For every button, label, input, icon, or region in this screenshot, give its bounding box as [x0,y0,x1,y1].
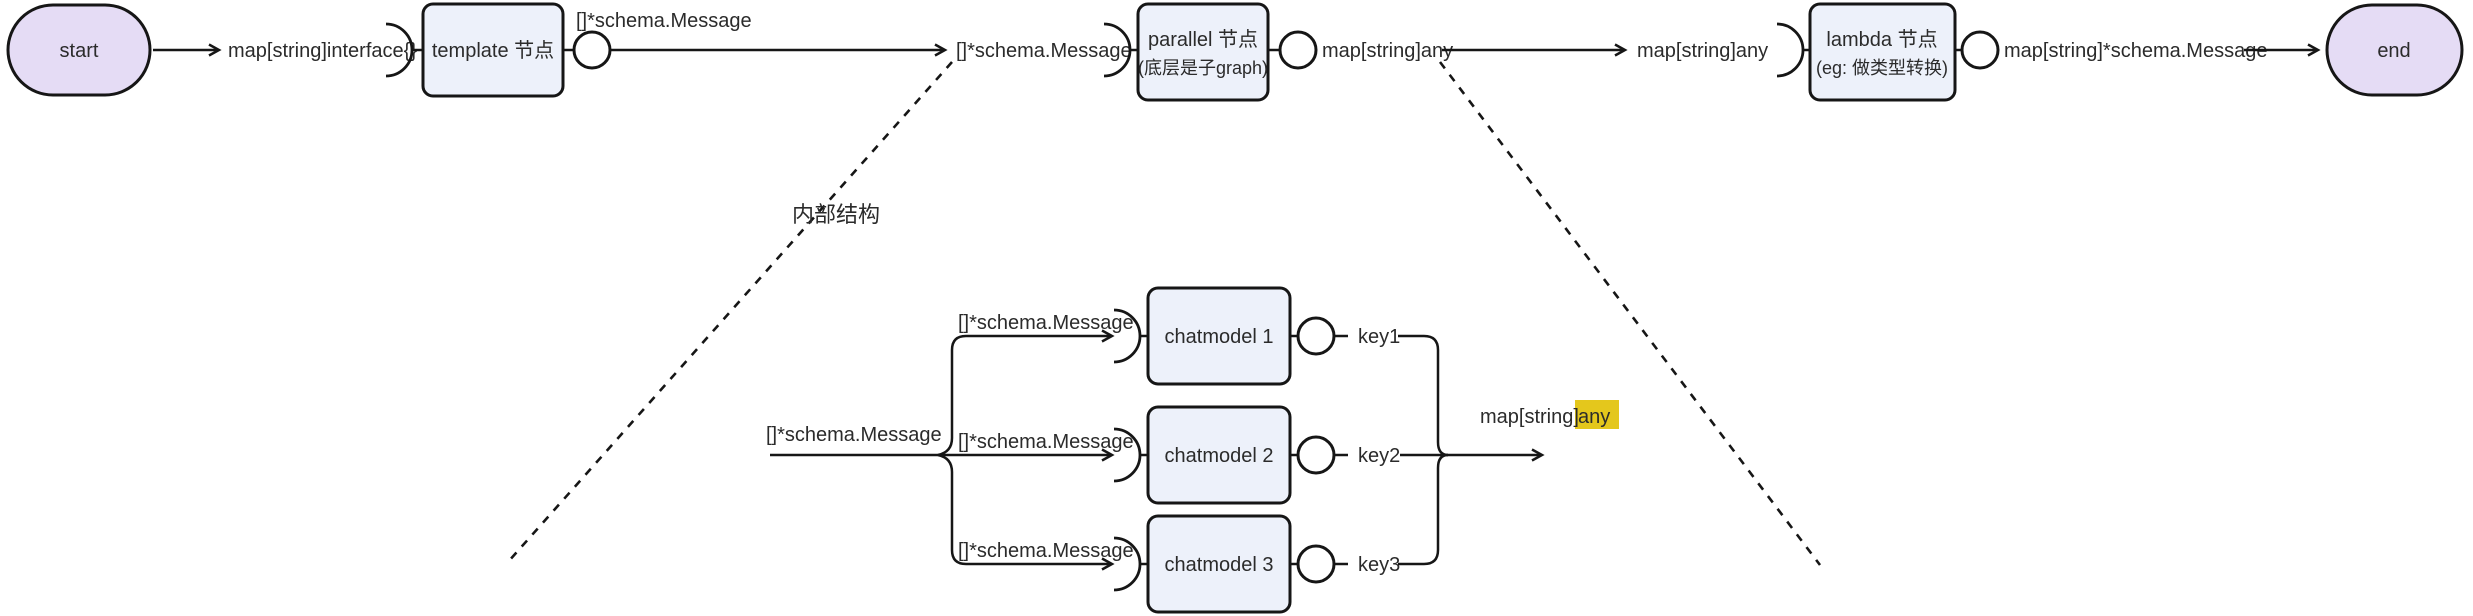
merge-line-key3 [1398,453,1449,566]
template-node-label: template 节点 [432,39,554,62]
end-node [2325,3,2464,97]
internal-input-type-label: []*schema.Message [766,424,942,446]
start-node [6,3,152,97]
expansion-dotted-line-right [1438,61,1822,566]
output-port-icon [1278,30,1318,70]
internal-output-type-highlighted: any [1578,406,1610,428]
end-node-label: end [2377,40,2410,62]
main-flow: start map[string]interface{} template 节点… [6,2,2464,102]
edge-label-to-lambda: map[string]any [1637,40,1768,62]
chatmodel-2-label: chatmodel 2 [1165,445,1274,467]
output-key-label: key1 [1358,326,1400,348]
template-output-type-label: []*schema.Message [576,10,752,32]
lambda-node [1808,2,1957,102]
output-port-icon [572,30,612,70]
internal-structure: []*schema.Message []*schema.Message []*s… [766,286,1619,614]
output-port-icon [1296,435,1336,475]
expansion-dotted-line-left [507,61,953,563]
internal-output-type-prefix: map[string] [1480,406,1579,428]
chatmodel-3-label: chatmodel 3 [1165,554,1274,576]
lambda-output-type-label: map[string]*schema.Message [2004,40,2267,62]
merge-line-key1 [1398,334,1449,457]
output-port-icon [1960,30,2000,70]
edge-label-input-type: map[string]interface{} [228,40,417,62]
parallel-node-label-line2: (底层是子graph) [1138,58,1268,78]
input-socket-icon [1776,22,1805,78]
branch-edge-type-label: []*schema.Message [958,312,1134,334]
parallel-node-label-line1: parallel 节点 [1148,28,1258,51]
output-port-icon [1296,316,1336,356]
start-node-label: start [60,40,99,62]
output-key-label: key3 [1358,554,1400,576]
output-key-label: key2 [1358,445,1400,467]
branch-edge-type-label: []*schema.Message [958,431,1134,453]
branch-line-1 [937,329,1115,457]
branch-line-3 [937,453,1115,571]
highlight-marker [1575,400,1619,429]
output-port-icon [1296,544,1336,584]
lambda-node-label-line2: (eg: 做类型转换) [1816,58,1948,78]
branch-edge-type-label: []*schema.Message [958,540,1134,562]
parallel-output-type-label: map[string]any [1322,40,1453,62]
lambda-node-label-line1: lambda 节点 [1826,28,1937,51]
internal-structure-title: 内部结构 [792,202,880,227]
parallel-node [1136,2,1270,102]
chatmodel-1-label: chatmodel 1 [1165,326,1274,348]
edge-label-to-parallel: []*schema.Message [956,40,1132,62]
